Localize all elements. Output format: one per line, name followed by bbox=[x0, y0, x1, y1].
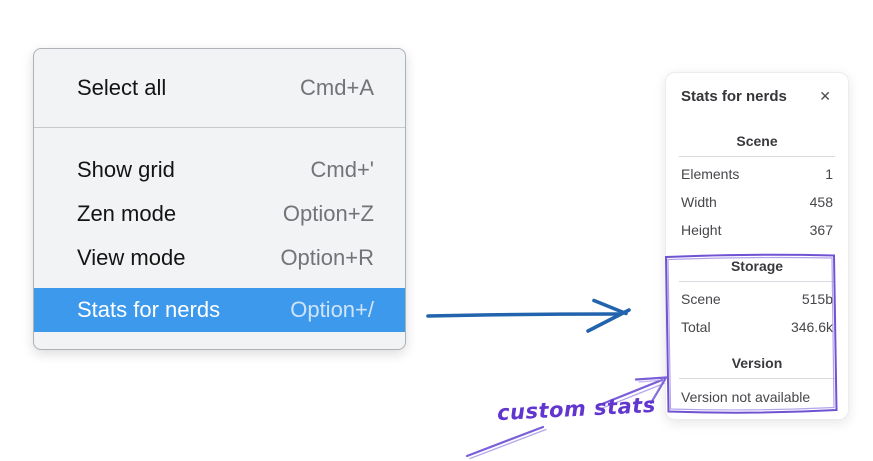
menu-item-select-all[interactable]: Select all Cmd+A bbox=[34, 66, 405, 110]
menu-item-label: Select all bbox=[77, 75, 167, 100]
flow-arrow bbox=[426, 298, 631, 333]
menu-item-stats-for-nerds[interactable]: Stats for nerds Option+/ bbox=[34, 288, 405, 332]
stat-row-scene-storage: Scene 515b bbox=[681, 285, 833, 313]
stat-row-elements: Elements 1 bbox=[681, 160, 833, 188]
context-menu: Select all Cmd+A Show grid Cmd+' Zen mod… bbox=[33, 48, 406, 350]
stat-label: Total bbox=[681, 319, 711, 335]
menu-item-shortcut: Cmd+A bbox=[300, 75, 374, 100]
stat-label: Height bbox=[681, 222, 722, 238]
stats-panel-header: Stats for nerds ✕ bbox=[681, 85, 833, 107]
stat-value: 367 bbox=[809, 222, 833, 238]
menu-item-shortcut: Option+R bbox=[280, 245, 374, 270]
stats-section-scene: Scene Elements 1 Width 458 Height 367 bbox=[679, 131, 835, 244]
stat-label: Scene bbox=[681, 291, 721, 307]
close-icon[interactable]: ✕ bbox=[819, 88, 831, 104]
stat-row-height: Height 367 bbox=[681, 216, 833, 244]
menu-divider bbox=[34, 127, 405, 128]
section-divider bbox=[679, 281, 835, 282]
stat-value: 458 bbox=[809, 194, 833, 210]
stat-row-width: Width 458 bbox=[681, 188, 833, 216]
menu-section-bottom: Show grid Cmd+' Zen mode Option+Z View m… bbox=[34, 128, 405, 332]
menu-item-label: Zen mode bbox=[77, 201, 177, 226]
section-divider bbox=[679, 378, 835, 379]
menu-item-label: Show grid bbox=[77, 157, 175, 182]
section-heading: Storage bbox=[730, 258, 784, 274]
version-note: Version not available bbox=[681, 389, 811, 405]
menu-item-zen-mode[interactable]: Zen mode Option+Z bbox=[34, 192, 405, 236]
stat-value: 515b bbox=[801, 291, 833, 307]
menu-section-top: Select all Cmd+A bbox=[34, 49, 405, 110]
stat-label: Width bbox=[681, 194, 717, 210]
section-heading: Scene bbox=[736, 133, 778, 149]
menu-item-shortcut: Option+Z bbox=[282, 201, 374, 226]
stat-row-total-storage: Total 346.6k bbox=[681, 313, 833, 341]
stat-value: 1 bbox=[825, 166, 833, 182]
stats-panel-title: Stats for nerds bbox=[681, 87, 787, 105]
stats-section-storage: Storage Scene 515b Total 346.6k bbox=[679, 256, 835, 341]
section-heading: Version bbox=[731, 355, 783, 371]
menu-item-label: Stats for nerds bbox=[77, 297, 221, 322]
menu-item-show-grid[interactable]: Show grid Cmd+' bbox=[34, 148, 405, 192]
annotation-label: custom stats bbox=[496, 392, 657, 426]
menu-item-shortcut: Option+/ bbox=[290, 297, 374, 322]
stats-section-version: Version Version not available bbox=[679, 353, 835, 410]
stat-label: Elements bbox=[681, 166, 740, 182]
menu-item-shortcut: Cmd+' bbox=[310, 157, 375, 182]
section-divider bbox=[679, 156, 835, 157]
stats-panel: Stats for nerds ✕ Scene Elements 1 Width… bbox=[665, 72, 849, 420]
menu-item-view-mode[interactable]: View mode Option+R bbox=[34, 236, 405, 280]
menu-item-label: View mode bbox=[77, 245, 186, 270]
stat-value: 346.6k bbox=[790, 319, 833, 335]
